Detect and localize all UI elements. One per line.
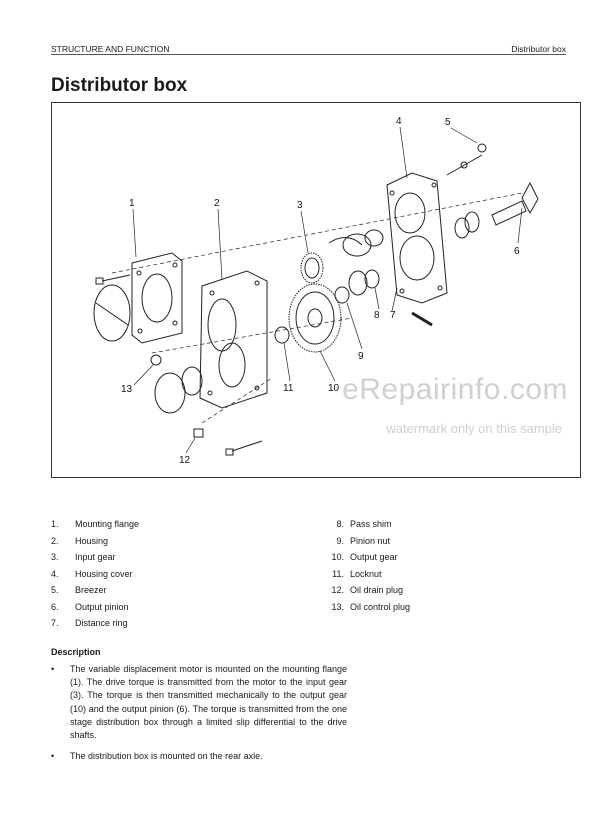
housing-cover-part: [386, 172, 448, 304]
callout-1: 1: [129, 198, 135, 209]
parts-legend-left: 1.Mounting flange 2.Housing 3.Input gear…: [51, 516, 301, 632]
page-header: STRUCTURE AND FUNCTION Distributor box: [51, 38, 566, 54]
description-heading: Description: [51, 647, 101, 657]
callout-10: 10: [328, 383, 340, 394]
bolt-part: [225, 440, 263, 456]
exploded-view-figure: 1 2 3 4 5 6 7 8 9 10 11 12 13 eRepairinf…: [51, 102, 581, 478]
assembly-axis-lines: [111, 192, 523, 424]
description-list: • The variable displacement motor is mou…: [51, 663, 347, 771]
parts-legend-right: 8.Pass shim 9.Pinion nut 10.Output gear …: [318, 516, 568, 615]
watermark-note: watermark only on this sample: [386, 421, 562, 436]
callout-leaders: [132, 126, 523, 454]
output-gear-part: [288, 283, 342, 353]
bullet-icon: •: [51, 664, 55, 674]
callout-7: 7: [390, 310, 396, 321]
legend-item: 11.Locknut: [332, 568, 382, 579]
legend-item: 4.Housing cover: [51, 568, 133, 579]
callout-13: 13: [121, 384, 133, 395]
breezer-part: [446, 143, 487, 176]
bullet-text: The variable displacement motor is mount…: [70, 664, 347, 741]
pass-shim-part: [364, 269, 380, 289]
header-topic: Distributor box: [511, 44, 566, 54]
oil-drain-plug-part: [193, 428, 204, 438]
distance-ring-part: [411, 311, 433, 327]
bolt-part: [95, 274, 131, 285]
housing-part: [199, 270, 268, 409]
callout-5: 5: [445, 117, 451, 128]
callout-2: 2: [214, 198, 220, 209]
bearing-part: [348, 270, 368, 296]
callout-4: 4: [396, 116, 402, 127]
oil-control-plug-part: [150, 354, 162, 366]
locknut-part: [274, 326, 290, 344]
callout-8: 8: [374, 310, 380, 321]
legend-item: 10.Output gear: [331, 552, 398, 562]
legend-item: 1.Mounting flange: [51, 519, 140, 529]
legend-item: 8.Pass shim: [336, 519, 392, 529]
header-divider: [51, 54, 566, 55]
header-section: STRUCTURE AND FUNCTION: [51, 44, 170, 54]
legend-item: 6.Output pinion: [51, 601, 129, 612]
legend-item: 12.Oil drain plug: [331, 585, 404, 595]
exploded-view-drawing: 1 2 3 4 5 6 7 8 9 10 11 12 13: [93, 116, 539, 466]
input-gear-part: [300, 237, 363, 284]
legend-item: 5.Breezer: [51, 585, 107, 595]
gasket-ring-part: [93, 284, 131, 342]
callout-11: 11: [283, 383, 294, 394]
output-pinion-part: [491, 181, 539, 226]
legend-item: 9.Pinion nut: [336, 535, 391, 546]
pinion-nut-part: [334, 286, 350, 304]
callout-3: 3: [297, 200, 303, 211]
description-bullet: • The variable displacement motor is mou…: [51, 663, 347, 742]
legend-item: 13.Oil control plug: [331, 601, 411, 612]
legend-item: 7.Distance ring: [51, 618, 128, 628]
mounting-flange-part: [131, 252, 183, 344]
bullet-text: The distribution box is mounted on the r…: [70, 751, 263, 762]
bullet-icon: •: [51, 751, 55, 762]
seal-ring-part: [154, 372, 186, 414]
callout-12: 12: [179, 455, 191, 466]
callout-6: 6: [514, 246, 520, 257]
page-title: Distributor box: [51, 75, 188, 96]
o-ring-part: [181, 366, 203, 396]
watermark-brand: eRepairinfo.com: [342, 373, 568, 406]
description-bullet: • The distribution box is mounted on the…: [51, 750, 347, 763]
callout-9: 9: [358, 351, 364, 362]
legend-item: 3.Input gear: [51, 552, 116, 562]
legend-item: 2.Housing: [51, 535, 109, 546]
